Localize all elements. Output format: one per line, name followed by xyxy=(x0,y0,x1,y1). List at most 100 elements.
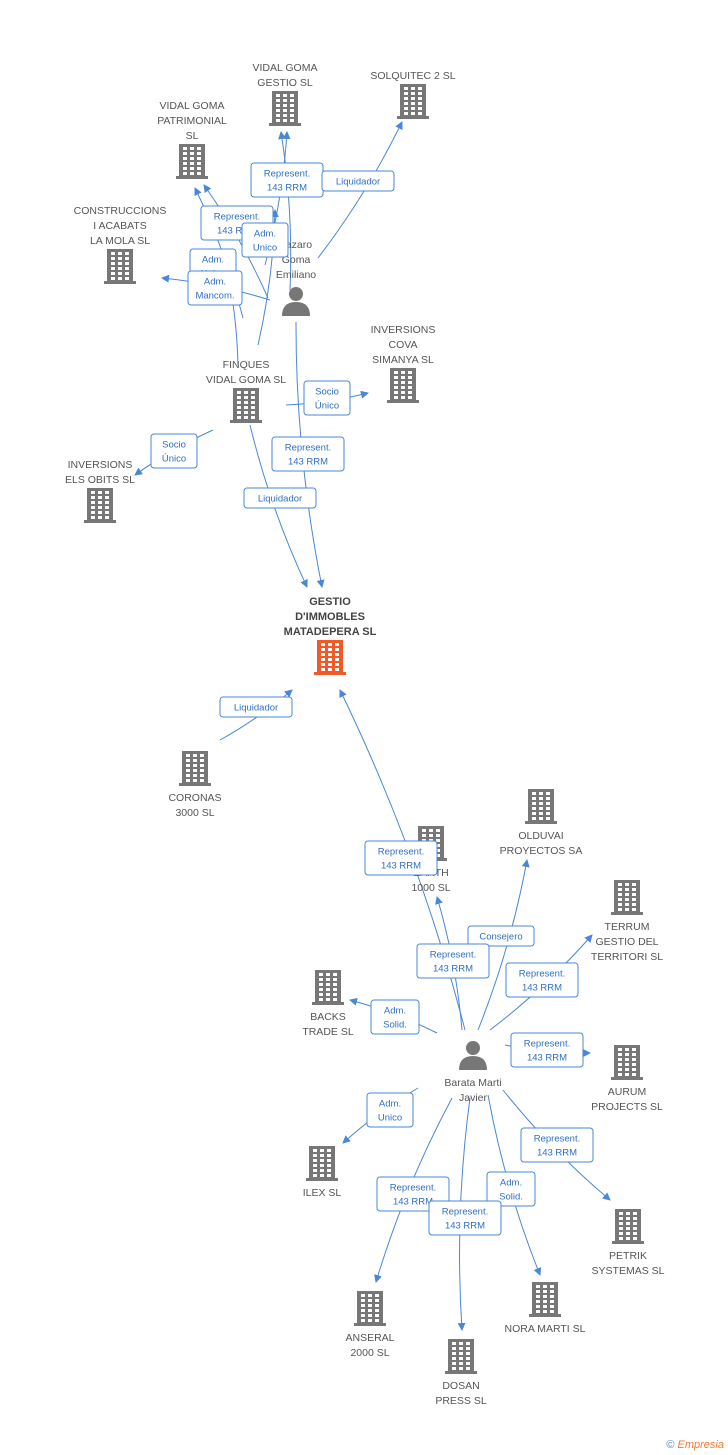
edge-label-text: Adm. xyxy=(254,229,276,240)
edge-label[interactable]: Represent.143 RRM xyxy=(271,436,345,472)
building-window xyxy=(276,109,280,112)
edge-label[interactable]: Liquidador xyxy=(219,696,293,718)
company-label: ELS OBITS SL xyxy=(65,474,135,486)
edge-label[interactable]: Represent.143 RRM xyxy=(250,162,324,198)
building-window xyxy=(237,406,241,409)
edge-label[interactable]: Liquidador xyxy=(243,487,317,509)
building-window xyxy=(251,391,255,394)
building-base xyxy=(269,123,301,126)
edge-label-box xyxy=(271,436,345,472)
company-node[interactable]: SOLQUITEC 2 SL xyxy=(370,70,456,119)
edge-label[interactable]: Consejero xyxy=(467,925,535,947)
edge-label-box xyxy=(510,1032,584,1068)
edge-label-text: Represent. xyxy=(390,1183,436,1194)
building-window xyxy=(111,272,115,275)
edge-label[interactable]: Represent. 143 RRM xyxy=(520,1127,594,1163)
building-window xyxy=(326,993,330,996)
building-base xyxy=(445,1371,477,1374)
building-window xyxy=(408,396,412,399)
edge-label-text: 143 RRM xyxy=(537,1148,577,1159)
building-window xyxy=(276,99,280,102)
building-window xyxy=(618,903,622,906)
building-window xyxy=(626,1212,630,1215)
brand-name[interactable]: Empresia xyxy=(677,1439,724,1451)
company-label: ANSERAL xyxy=(345,1332,394,1344)
footer-brand: © Empresia xyxy=(666,1439,724,1451)
edge-label[interactable]: Represent.143 RRM xyxy=(510,1032,584,1068)
building-window xyxy=(327,1149,331,1152)
building-window xyxy=(333,998,337,1001)
building-window xyxy=(466,1367,470,1370)
building-window xyxy=(183,172,187,175)
building-window xyxy=(411,97,415,100)
building-window xyxy=(183,152,187,155)
edge-label[interactable]: Adm.Solid. xyxy=(370,999,420,1035)
building-window xyxy=(190,167,194,170)
edge-label[interactable]: Liquidador xyxy=(321,170,395,192)
edge-label[interactable]: Adm.Solid. xyxy=(486,1171,536,1207)
building-window xyxy=(335,663,339,666)
company-label: CONSTRUCCIONS xyxy=(74,205,167,217)
edge-label-text: 143 RRM xyxy=(381,861,421,872)
company-label: TERRUM xyxy=(605,921,650,933)
building-window xyxy=(536,1305,540,1308)
building-window xyxy=(251,401,255,404)
edge-label-text: 143 RRM xyxy=(393,1197,433,1208)
edge-label[interactable]: Adm.Mancom. xyxy=(187,270,243,306)
edge-label[interactable]: Represent.143 RRM xyxy=(364,840,438,876)
building-window xyxy=(326,998,330,1001)
building-window xyxy=(321,653,325,656)
building-base xyxy=(312,1002,344,1005)
building-window xyxy=(91,506,95,509)
building-window xyxy=(327,1164,331,1167)
building-window xyxy=(626,1222,630,1225)
edge-label[interactable]: Represent.143 RRM xyxy=(416,943,490,979)
edge-label-box xyxy=(187,270,243,306)
edge-label[interactable]: Adm. Unico xyxy=(241,222,289,258)
edge-label-text: 143 RRM xyxy=(267,183,307,194)
company-node[interactable]: ILEX SL xyxy=(303,1146,342,1199)
building-window xyxy=(543,1300,547,1303)
building-window xyxy=(632,883,636,886)
edge-label[interactable]: Adm.Unico xyxy=(366,1092,414,1128)
company-label: OLDUVAI xyxy=(518,830,563,842)
edge-label-text: Represent. xyxy=(534,1134,580,1145)
building-window xyxy=(193,764,197,767)
building-base xyxy=(306,1178,338,1181)
building-window xyxy=(111,252,115,255)
building-window xyxy=(632,908,636,911)
building-base xyxy=(179,783,211,786)
building-window xyxy=(111,267,115,270)
building-icon xyxy=(529,1282,561,1317)
edge-label-text: Mancom. xyxy=(195,291,234,302)
building-window xyxy=(546,812,550,815)
company-node[interactable]: NORA MARTI SL xyxy=(505,1282,586,1335)
edge-label-text: Unico xyxy=(253,243,277,254)
building-window xyxy=(190,152,194,155)
edge-label[interactable]: Represent.143 RRM xyxy=(428,1200,502,1236)
person-icon xyxy=(459,1041,487,1070)
building-window xyxy=(408,381,412,384)
building-window xyxy=(550,1295,554,1298)
building-window xyxy=(333,973,337,976)
edge-label[interactable]: Represent.143 RRM xyxy=(505,962,579,998)
